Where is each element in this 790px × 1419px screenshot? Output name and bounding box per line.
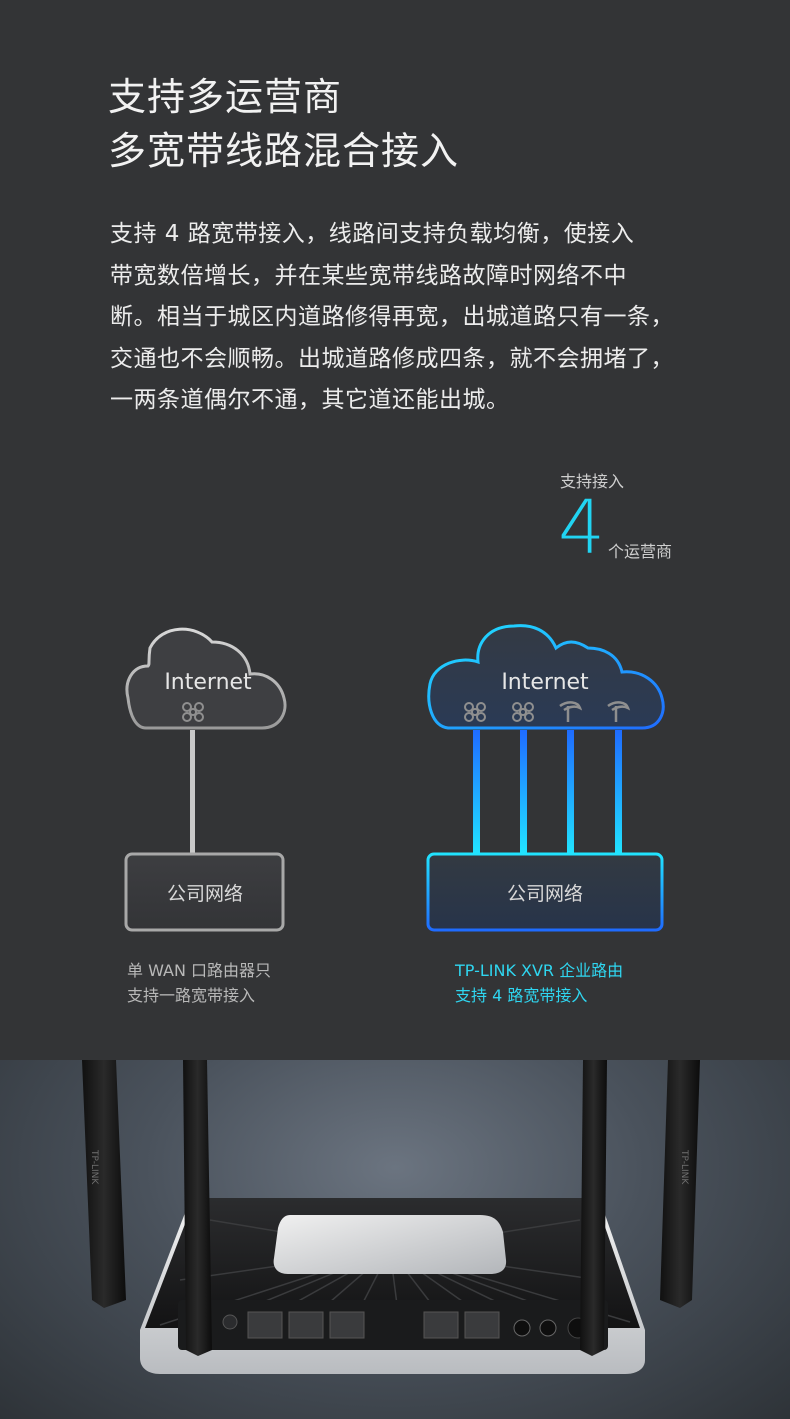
description-paragraph: 支持 4 路宽带接入，线路间支持负载均衡，使接入 带宽数倍增长，并在某些宽带线路… bbox=[110, 214, 700, 422]
cloud-label: Internet bbox=[501, 670, 589, 695]
china-telecom-icon bbox=[559, 701, 583, 722]
description-line: 交通也不会顺畅。出城道路修成四条，就不会拥堵了， bbox=[110, 345, 674, 372]
description-line: 断。相当于城区内道路修得再宽，出城道路只有一条， bbox=[110, 304, 674, 330]
connection-line bbox=[567, 730, 574, 854]
caption-line: 支持 4 路宽带接入 bbox=[455, 986, 588, 1005]
caption-line: 单 WAN 口路由器只 bbox=[127, 961, 272, 980]
network-diagram: Internet 公司网络 Internet bbox=[124, 624, 665, 932]
stat-number: 4 bbox=[558, 485, 606, 571]
description-line: 支持 4 路宽带接入，线路间支持负载均衡，使接入 bbox=[110, 221, 635, 247]
ethernet-ports bbox=[247, 1311, 500, 1339]
china-telecom-icon bbox=[607, 701, 631, 722]
stat-unit: 个运营商 bbox=[608, 542, 673, 561]
antenna-brand: TP-LINK bbox=[679, 1149, 689, 1185]
router-illustration: TP-LINK TP-LINK bbox=[82, 1060, 700, 1374]
caption-line: TP-LINK XVR 企业路由 bbox=[455, 961, 624, 980]
connection-line bbox=[615, 730, 622, 854]
antenna bbox=[82, 1060, 126, 1308]
company-network-box bbox=[124, 852, 285, 932]
antenna bbox=[183, 1060, 212, 1356]
right-diagram: Internet 公司网络 bbox=[426, 624, 665, 932]
connection-line bbox=[520, 730, 527, 854]
router-photo: TP-LINK TP-LINK bbox=[0, 1060, 790, 1419]
single-wan-caption: 单 WAN 口路由器只 支持一路宽带接入 bbox=[127, 958, 271, 1008]
caption-line: 支持一路宽带接入 bbox=[127, 986, 256, 1005]
stat-label: 支持接入 bbox=[560, 472, 625, 491]
box-label: 公司网络 bbox=[507, 883, 583, 905]
cloud-icon bbox=[427, 624, 665, 730]
china-unicom-icon bbox=[182, 702, 204, 722]
left-diagram: Internet 公司网络 bbox=[124, 627, 287, 932]
box-label: 公司网络 bbox=[167, 883, 243, 905]
description-line: 带宽数倍增长，并在某些宽带线路故障时网络不中 bbox=[110, 262, 627, 289]
antenna bbox=[580, 1060, 607, 1356]
china-unicom-icon bbox=[464, 702, 486, 722]
antenna bbox=[660, 1060, 700, 1308]
heading-line-1: 支持多运营商 bbox=[108, 75, 343, 119]
company-network-box bbox=[426, 852, 664, 932]
page-heading: 支持多运营商 多宽带线路混合接入 bbox=[108, 70, 459, 178]
multi-wan-caption: TP-LINK XVR 企业路由 支持 4 路宽带接入 bbox=[455, 958, 623, 1008]
heading-line-2: 多宽带线路混合接入 bbox=[108, 129, 460, 173]
connection-line bbox=[473, 730, 480, 854]
cloud-icon bbox=[125, 627, 287, 730]
cloud-label: Internet bbox=[164, 670, 252, 695]
antenna-brand: TP-LINK bbox=[89, 1149, 99, 1185]
description-line: 一两条道偶尔不通，其它道还能出城。 bbox=[110, 387, 510, 413]
connection-line bbox=[190, 730, 195, 854]
china-unicom-icon bbox=[512, 702, 534, 722]
